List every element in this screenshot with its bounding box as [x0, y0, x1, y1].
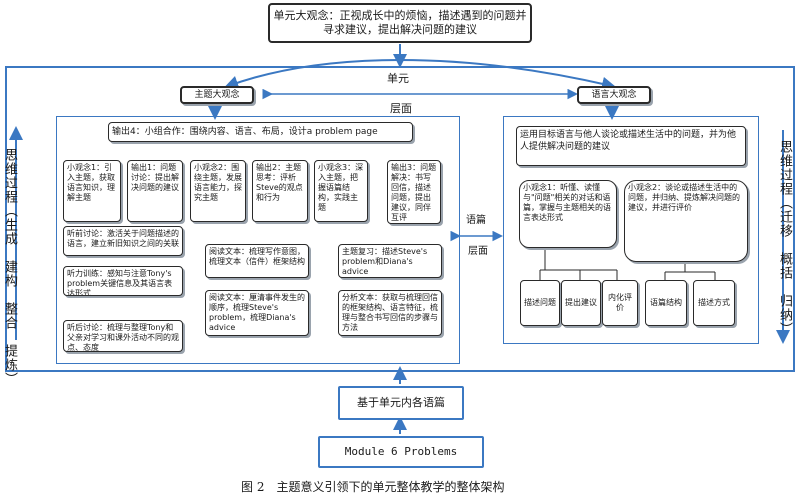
unit-big-concept: 单元大观念：正视成长中的烦恼，描述遇到的问题并寻求建议，提出解决问题的建议 — [268, 3, 532, 43]
leaf-internalize-evaluate: 内化评价 — [602, 280, 638, 326]
reading-text-1: 阅读文本：梳理写作意图，梳理文本（信件）框架结构 — [205, 244, 309, 278]
level-label-mid: 层面 — [468, 246, 488, 257]
theme-review: 主题复习：描述Steve's problem和Diana's advice — [338, 244, 442, 278]
output2-box: 输出2：主题思考：评析Steve的观点和行为 — [252, 160, 308, 222]
leaf-discourse-structure: 语篇结构 — [645, 280, 687, 326]
figure-caption: 图 2 主题意义引领下的单元整体教学的整体架构 — [241, 480, 505, 494]
language-concept-box: 语言大观念 — [577, 86, 651, 104]
leaf-description-method: 描述方式 — [693, 280, 735, 326]
language-concept2-box: 小观念2：谈论或描述生活中的问题，并归纳、提炼解决问题的建议，并进行评价 — [624, 180, 748, 262]
right-thinking-process: 思维过程（迁移 概括 归纳） — [777, 140, 792, 336]
concept3-box: 小观念3：深入主题，把握语篇结构，实践主题 — [314, 160, 368, 222]
module-box: Module 6 Problems — [318, 436, 484, 468]
language-goal-box: 运用目标语言与他人谈论或描述生活中的问题，并为他人提供解决问题的建议 — [516, 126, 746, 166]
concept1-box: 小观念1：引入主题，获取语言知识，理解主题 — [63, 160, 121, 222]
leaf-describe-problem: 描述问题 — [520, 280, 560, 326]
pre-listening-discussion: 听前讨论：激活关于问题描述的语言，建立新旧知识之间的关联 — [63, 226, 183, 256]
post-listening-discussion: 听后讨论：梳理与整理Tony和父亲对学习和课外活动不同的观点、态度 — [63, 320, 183, 352]
leaf-give-advice: 提出建议 — [561, 280, 601, 326]
output4-box: 输出4：小组合作：围绕内容、语言、布局，设计a problem page — [108, 122, 413, 142]
language-panel — [503, 116, 759, 344]
text-analysis: 分析文本：获取与梳理回信的框架结构、语言特征，梳理与整合书写回信的步骤与方法 — [338, 290, 442, 336]
discourse-label: 语篇 — [466, 215, 486, 226]
concept2-box: 小观念2：围绕主题，发展语言能力，探究主题 — [190, 160, 246, 222]
based-on-discourses-box: 基于单元内各语篇 — [338, 386, 464, 420]
language-concept1-box: 小观念1：听懂、读懂与"问题"相关的对话和语篇，掌握与主题相关的语言表达形式 — [519, 180, 617, 248]
level-label-top: 层面 — [390, 102, 412, 115]
output3-box: 输出3：问题解决：书写回信，描述问题，提出建议，同伴互评 — [387, 160, 441, 224]
listening-training: 听力训练：感知与注意Tony's problem关键信息及其语言表达形式 — [63, 266, 183, 296]
unit-frame — [5, 66, 795, 372]
unit-label: 单元 — [387, 72, 409, 85]
theme-panel — [56, 116, 460, 364]
reading-text-2: 阅读文本：厘清事件发生的顺序，梳理Steve's problem，梳理Diana… — [205, 290, 309, 336]
output1-box: 输出1：问题讨论：提出解决问题的建议 — [127, 160, 183, 222]
theme-concept-box: 主题大观念 — [180, 86, 254, 104]
left-thinking-process: 思维过程（生成 建构 整合 提炼） — [2, 148, 17, 386]
